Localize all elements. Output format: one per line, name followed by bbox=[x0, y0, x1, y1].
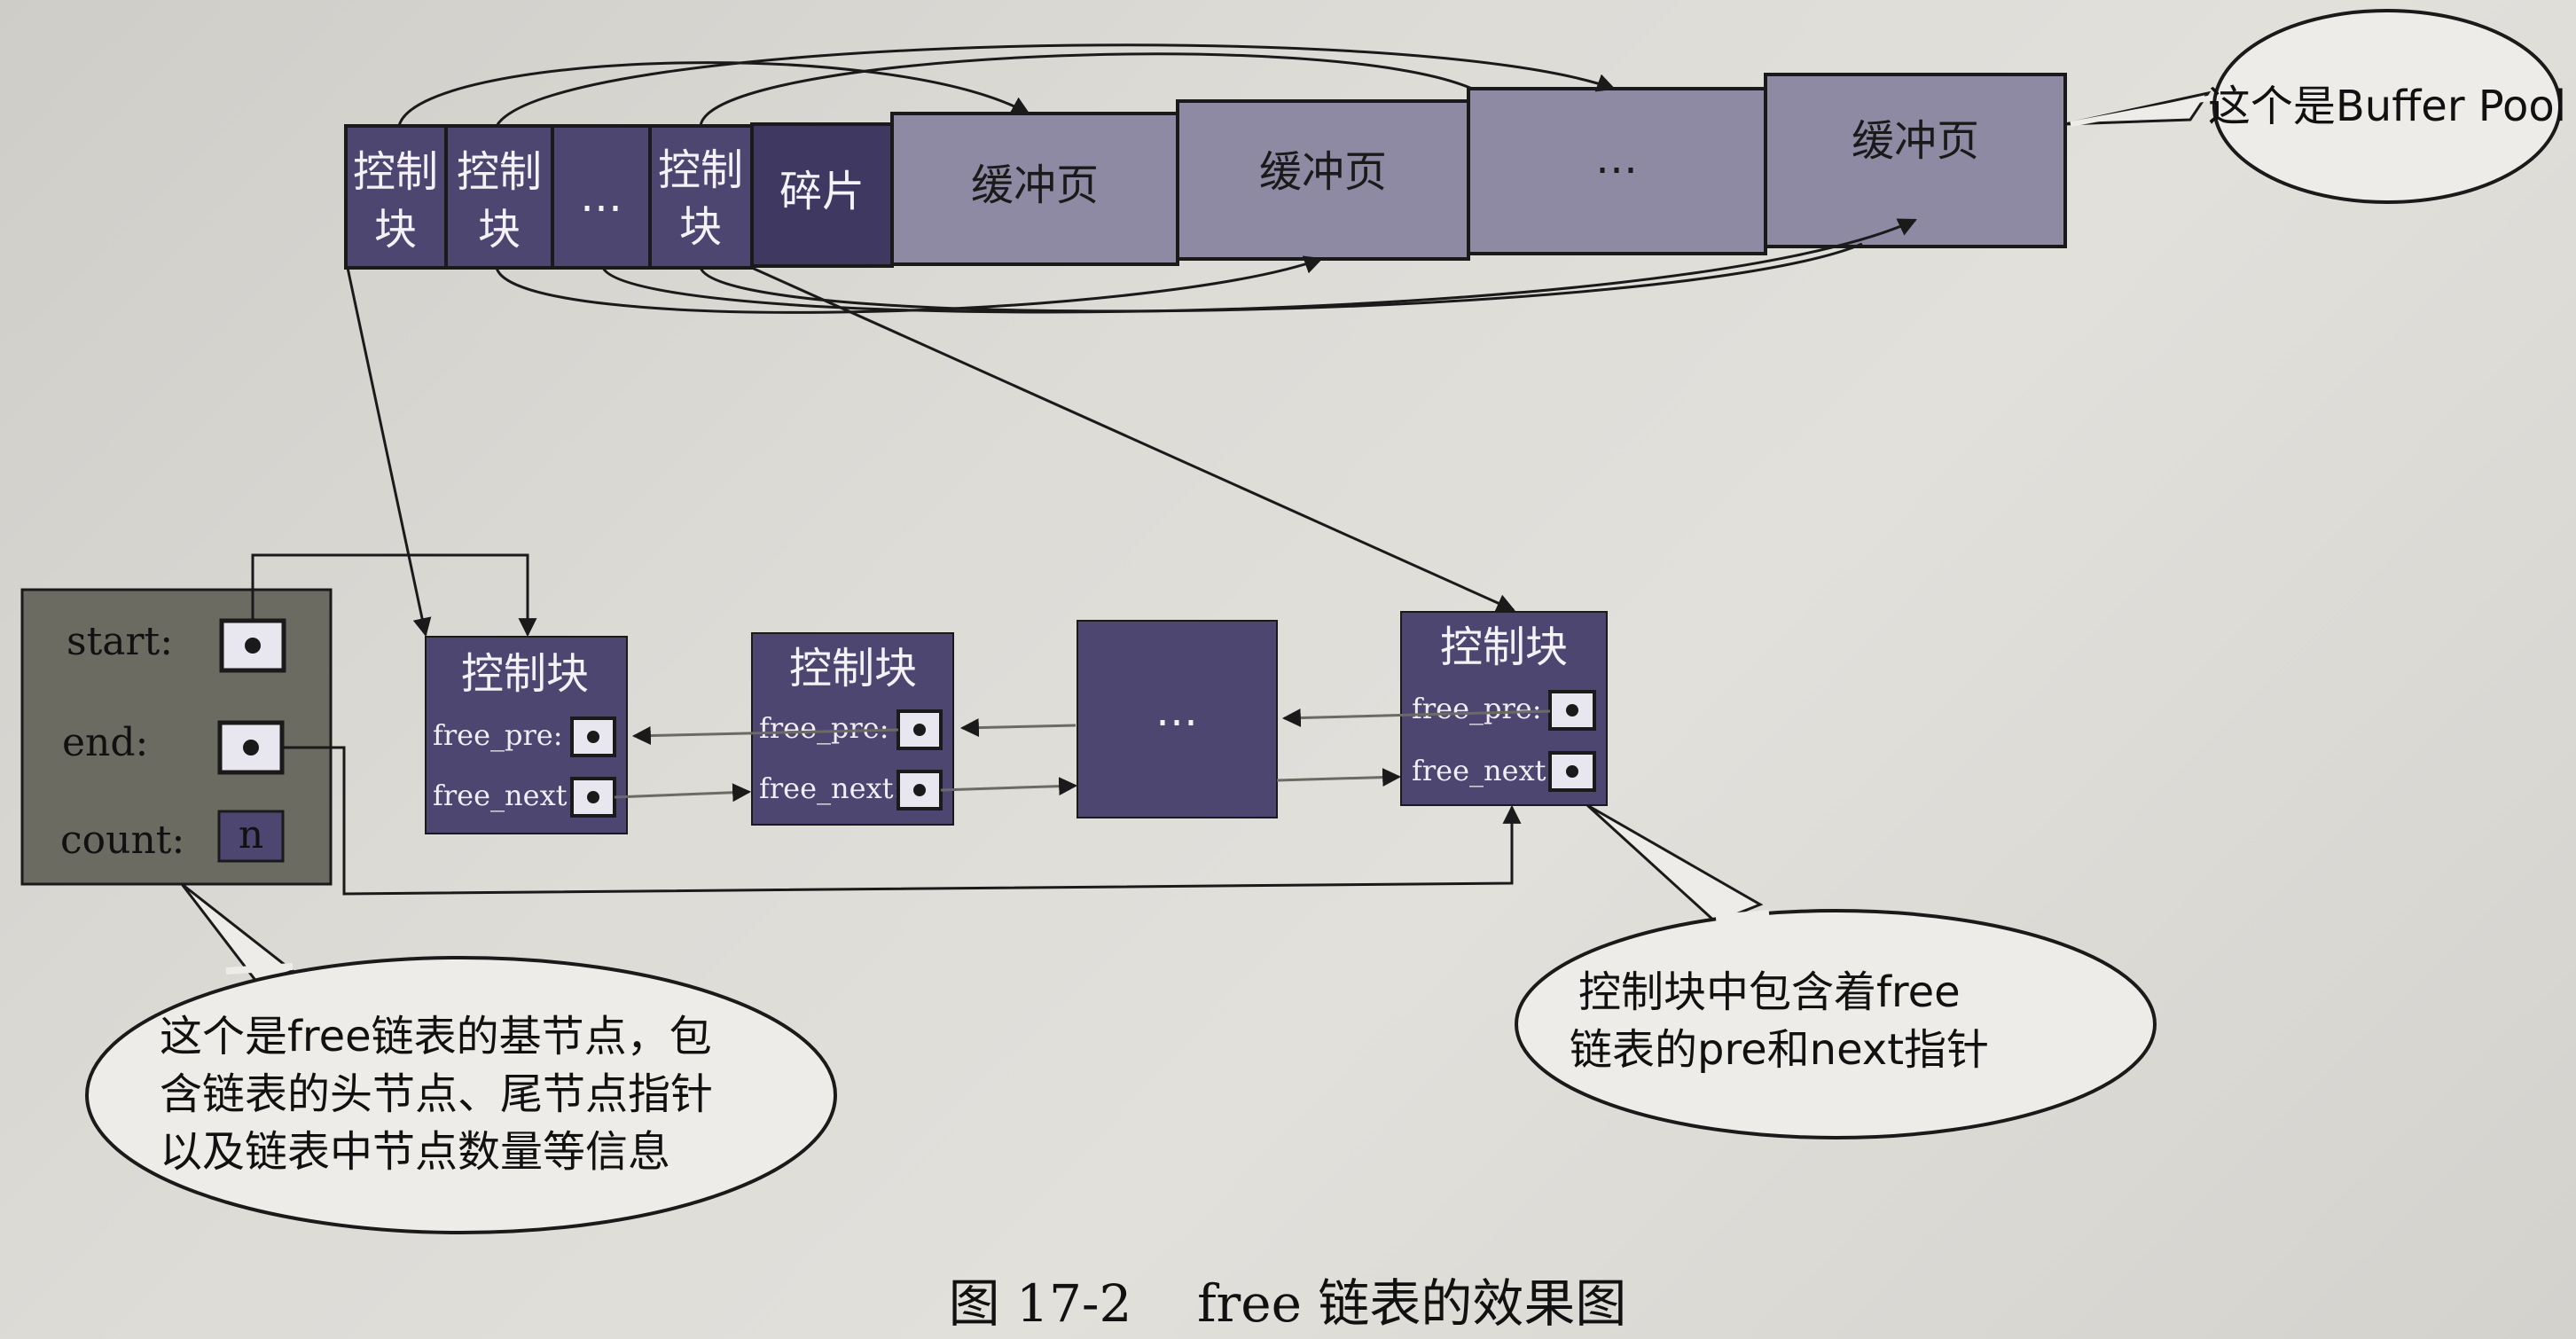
list-node-2: 控制块 free_pre: free_next: bbox=[751, 632, 954, 826]
list-node-ellipsis: … bbox=[1077, 620, 1278, 818]
base-start-label: start: bbox=[67, 619, 173, 664]
list-node-1-next-label: free_next: bbox=[433, 779, 576, 812]
base-end-label: end: bbox=[62, 720, 148, 765]
pool-fragment bbox=[750, 122, 894, 268]
buffer-pool-callout-text: 这个是Buffer Pool bbox=[2208, 82, 2566, 131]
pool-page-3-label: 缓冲页 bbox=[1852, 116, 1979, 166]
free-list-links bbox=[614, 708, 1551, 803]
base-callout-line-1: 这个是free链表的基节点，包 bbox=[160, 1012, 712, 1061]
pool-page-2-label: 缓冲页 bbox=[1259, 147, 1387, 197]
list-node-3-pre-label: free_pre: bbox=[1412, 692, 1542, 725]
pool-cell-2-line1: 控制 bbox=[457, 147, 542, 197]
pool-fragment-label: 碎片 bbox=[779, 167, 865, 216]
buffer-pool-callout: 这个是Buffer Pool bbox=[2064, 9, 2566, 204]
pool-control-block-2 bbox=[444, 124, 554, 270]
list-node-2-title: 控制块 bbox=[789, 644, 917, 693]
list-node-3-title: 控制块 bbox=[1440, 623, 1568, 672]
node-callout: 控制块中包含着free 链表的pre和next指针 bbox=[1515, 803, 2157, 1139]
pool-cell-3-line2: 块 bbox=[679, 202, 722, 252]
pool-cell-1-line2: 块 bbox=[374, 205, 417, 254]
pool-top-links bbox=[397, 43, 1616, 127]
node-callout-line-1: 控制块中包含着free bbox=[1578, 967, 1961, 1017]
pool-buffer-page-3 bbox=[1764, 73, 2067, 248]
pool-cell-ellipsis: … bbox=[580, 172, 622, 222]
base-count-value: n bbox=[239, 812, 263, 857]
list-node-3-next-label: free_next: bbox=[1412, 754, 1555, 787]
pool-page-ellipsis-label: … bbox=[1595, 134, 1638, 184]
base-count-box bbox=[217, 810, 285, 863]
pool-cell-3-line1: 控制 bbox=[658, 145, 743, 195]
base-node: start: end: count: n bbox=[20, 588, 333, 886]
pool-to-list-links bbox=[346, 266, 1515, 638]
node-callout-line-2: 链表的pre和next指针 bbox=[1570, 1025, 1989, 1075]
pool-cell-2-line2: 块 bbox=[478, 205, 521, 254]
base-count-label: count: bbox=[60, 818, 184, 863]
list-node-1-title: 控制块 bbox=[461, 649, 589, 699]
figure-caption: 图 17-2 free 链表的效果图 bbox=[949, 1273, 1627, 1334]
list-node-1: 控制块 free_pre: free_next: bbox=[425, 636, 628, 834]
list-node-ellipsis-label: … bbox=[1155, 686, 1198, 736]
list-node-3: 控制块 free_pre: free_next: bbox=[1400, 611, 1608, 806]
list-node-1-pre-label: free_pre: bbox=[433, 718, 563, 752]
pool-page-1-label: 缓冲页 bbox=[971, 161, 1099, 210]
pool-buffer-page-ellipsis bbox=[1467, 87, 1767, 255]
base-pointer-links bbox=[251, 553, 1522, 896]
pool-control-block-1 bbox=[344, 124, 448, 270]
buffer-pool: 控制 块 控制 块 … 控制 块 碎片 缓冲页 缓冲页 … 缓冲页 bbox=[344, 73, 2067, 270]
list-node-2-next-label: free_next: bbox=[759, 771, 903, 805]
pool-buffer-page-1 bbox=[890, 112, 1179, 266]
list-node-2-pre-label: free_pre: bbox=[759, 711, 889, 745]
base-callout-line-3: 以及链表中节点数量等信息 bbox=[160, 1127, 670, 1177]
pool-control-block-ellipsis bbox=[551, 124, 652, 270]
pool-cell-1-line1: 控制 bbox=[353, 147, 438, 197]
base-callout-line-2: 含链表的头节点、尾节点指针 bbox=[160, 1069, 713, 1119]
base-node-callout: 这个是free链表的基节点，包 含链表的头节点、尾节点指针 以及链表中节点数量等… bbox=[85, 882, 837, 1234]
